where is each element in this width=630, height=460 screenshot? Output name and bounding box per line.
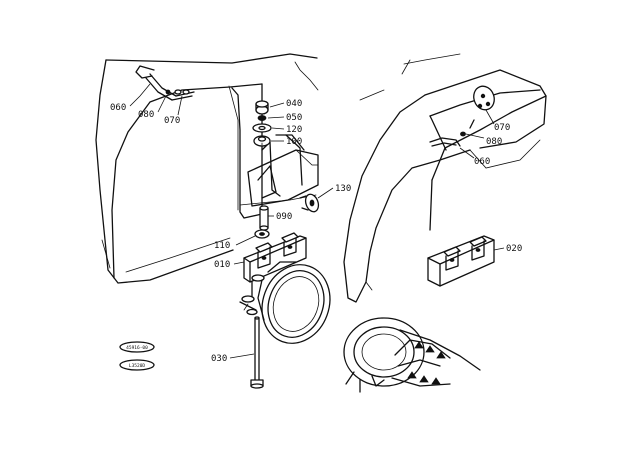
drive-sprocket bbox=[343, 317, 481, 393]
rubber-mount-020 bbox=[427, 235, 495, 287]
callout-050: 050 bbox=[286, 113, 302, 123]
callout-120: 120 bbox=[286, 125, 302, 135]
callout-070-left: 070 bbox=[164, 116, 180, 126]
washer-130 bbox=[299, 193, 320, 213]
left-idler-wheel bbox=[257, 261, 331, 344]
stud-stack bbox=[252, 100, 272, 176]
bolt-030 bbox=[250, 316, 264, 389]
callout-080-right: 080 bbox=[486, 137, 502, 147]
callout-060-right: 060 bbox=[474, 157, 490, 167]
callout-080-left: 080 bbox=[138, 110, 154, 120]
collar-110 bbox=[254, 229, 270, 239]
callout-060-left: 060 bbox=[110, 103, 126, 113]
stamp-top-text: 45916-00 bbox=[126, 345, 148, 351]
left-hook-assembly bbox=[135, 65, 195, 101]
callout-labels: 060 080 070 040 050 120 100 130 090 110 … bbox=[110, 99, 522, 364]
callout-090: 090 bbox=[276, 212, 292, 222]
left-mount-bracket bbox=[247, 134, 319, 207]
rubber-mount-010 bbox=[243, 232, 307, 283]
callout-070-right: 070 bbox=[494, 123, 510, 133]
sleeve-090 bbox=[259, 205, 269, 231]
callout-040: 040 bbox=[286, 99, 302, 109]
callout-010: 010 bbox=[214, 260, 230, 270]
callout-030: 030 bbox=[211, 354, 227, 364]
model-stamp: 45916-00 L3520D bbox=[119, 341, 155, 371]
callout-130: 130 bbox=[335, 184, 351, 194]
right-hook-assembly bbox=[429, 85, 495, 147]
mount-hardware bbox=[239, 281, 258, 316]
stamp-bottom-text: L3520D bbox=[129, 363, 146, 369]
leader-lines bbox=[129, 83, 505, 359]
washer-050 bbox=[257, 115, 267, 121]
callout-100: 100 bbox=[286, 137, 302, 147]
callout-020: 020 bbox=[506, 244, 522, 254]
callout-110: 110 bbox=[214, 241, 230, 251]
